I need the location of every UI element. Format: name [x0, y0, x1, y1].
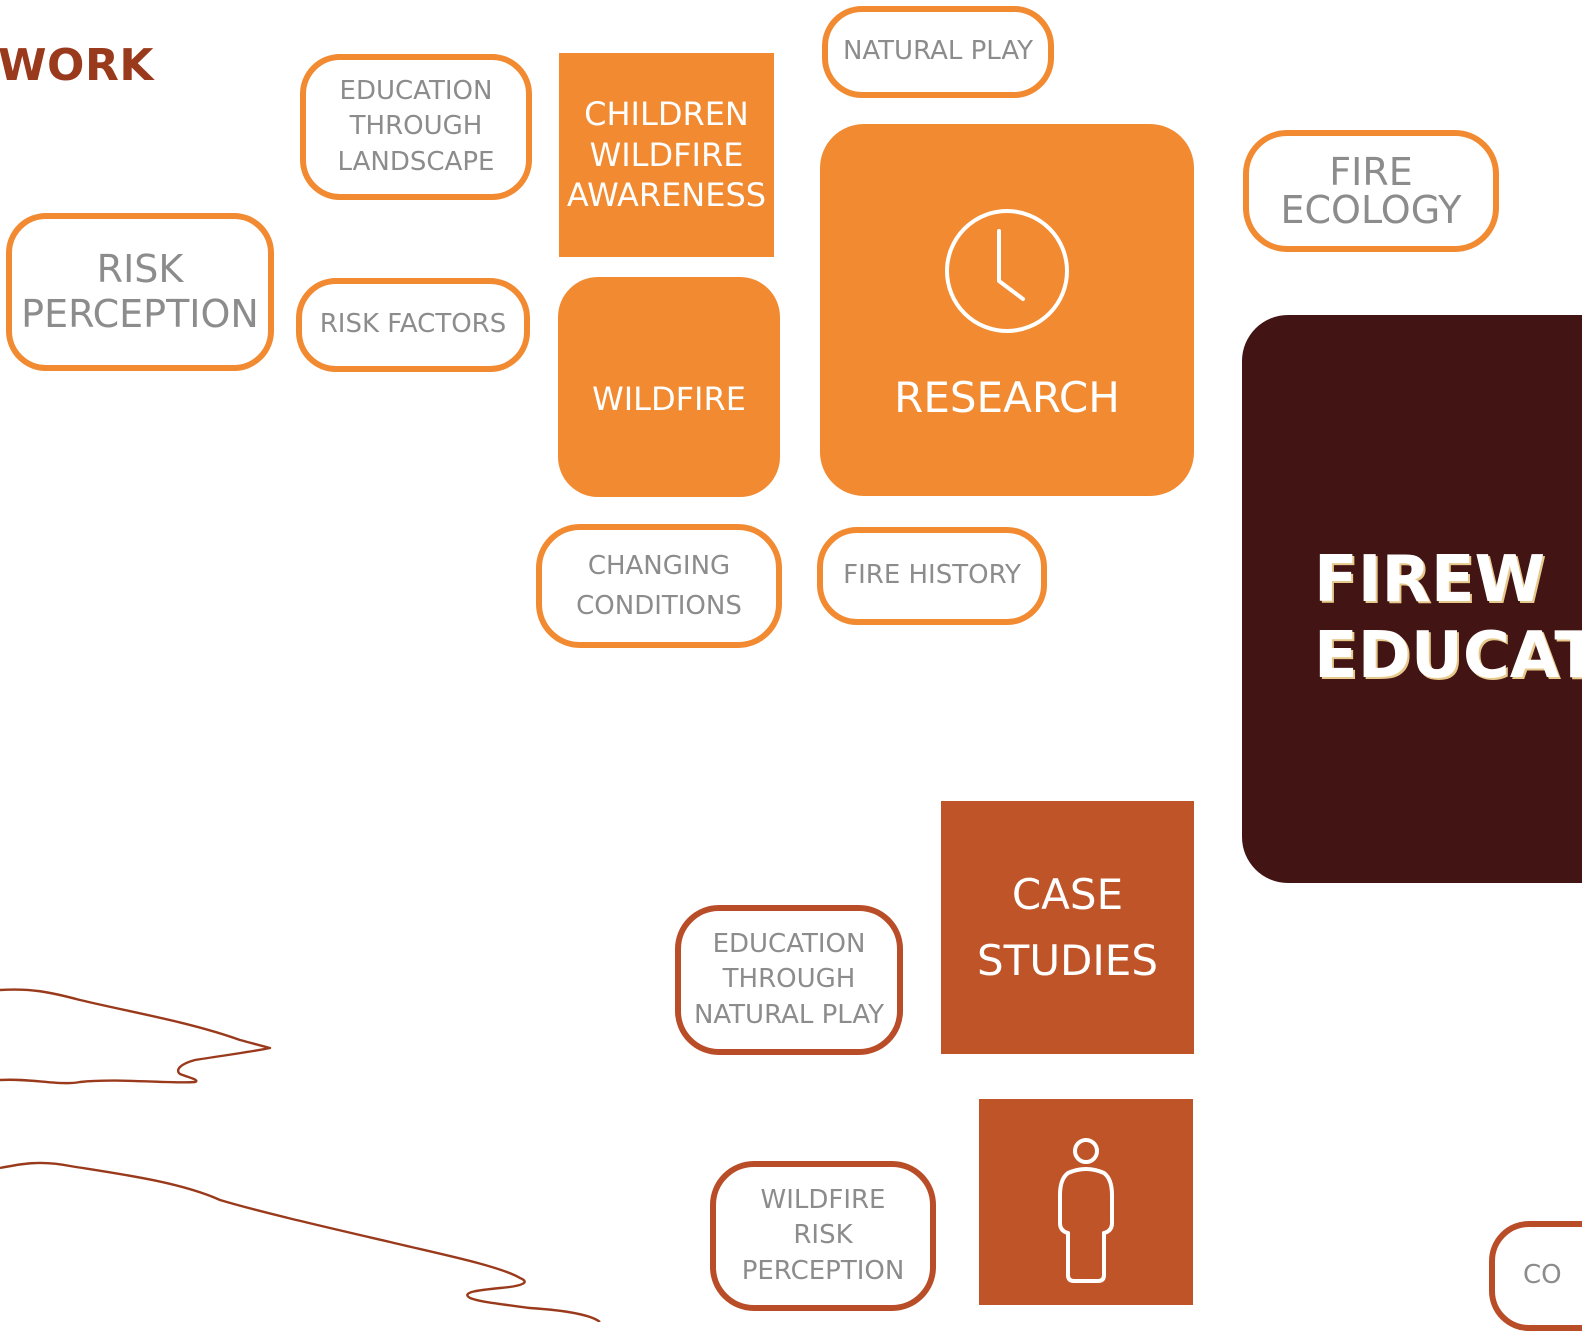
node-changing-conditions[interactable]: CHANGING CONDITIONS — [536, 524, 782, 648]
node-fire-history[interactable]: FIRE HISTORY — [817, 527, 1047, 625]
node-natural-play[interactable]: NATURAL PLAY — [822, 6, 1054, 98]
node-natural-play-label: NATURAL PLAY — [842, 36, 1034, 67]
node-changing-conditions-label: CHANGING CONDITIONS — [576, 550, 742, 621]
node-education-through-natural-play[interactable]: EDUCATION THROUGH NATURAL PLAY — [675, 905, 903, 1055]
person-icon — [1046, 1116, 1126, 1289]
node-co-partial-label: CO — [1523, 1260, 1562, 1291]
node-case-studies[interactable]: CASE STUDIES — [941, 801, 1194, 1054]
node-education-through-landscape-label: EDUCATION THROUGH LANDSCAPE — [337, 76, 495, 177]
node-wildfire-label: WILDFIRE — [592, 380, 746, 418]
node-research-label: RESEARCH — [894, 373, 1120, 422]
node-fire-ecology[interactable]: FIRE ECOLOGY — [1243, 130, 1499, 252]
firewise-education-box[interactable]: FIREW EDUCAT — [1242, 315, 1582, 883]
clock-icon — [941, 186, 1073, 341]
node-risk-factors[interactable]: RISK FACTORS — [296, 278, 530, 372]
node-wildfire[interactable]: WILDFIRE — [558, 277, 780, 497]
node-risk-perception-label: RISK PERCEPTION — [21, 247, 259, 336]
node-fire-ecology-label: FIRE ECOLOGY — [1280, 150, 1462, 232]
page-heading: WORK — [0, 40, 154, 91]
node-education-through-natural-play-label: EDUCATION THROUGH NATURAL PLAY — [693, 929, 885, 1030]
node-fire-history-label: FIRE HISTORY — [843, 560, 1021, 591]
node-children-wildfire-awareness[interactable]: CHILDREN WILDFIRE AWARENESS — [559, 53, 774, 257]
node-research[interactable]: RESEARCH — [820, 124, 1194, 496]
node-co-partial[interactable]: CO — [1489, 1221, 1582, 1331]
node-risk-factors-label: RISK FACTORS — [319, 309, 507, 340]
node-wildfire-risk-perception[interactable]: WILDFIRE RISK PERCEPTION — [710, 1161, 936, 1311]
firewise-education-title: FIREW EDUCAT — [1314, 543, 1582, 693]
node-case-studies-label: CASE STUDIES — [977, 870, 1158, 985]
node-wildfire-risk-perception-label: WILDFIRE RISK PERCEPTION — [741, 1185, 905, 1286]
coastline-outline — [0, 988, 601, 1322]
node-children-wildfire-awareness-label: CHILDREN WILDFIRE AWARENESS — [566, 94, 767, 215]
node-education-through-landscape[interactable]: EDUCATION THROUGH LANDSCAPE — [300, 54, 532, 200]
node-risk-perception[interactable]: RISK PERCEPTION — [6, 213, 274, 371]
node-person[interactable] — [979, 1099, 1193, 1305]
